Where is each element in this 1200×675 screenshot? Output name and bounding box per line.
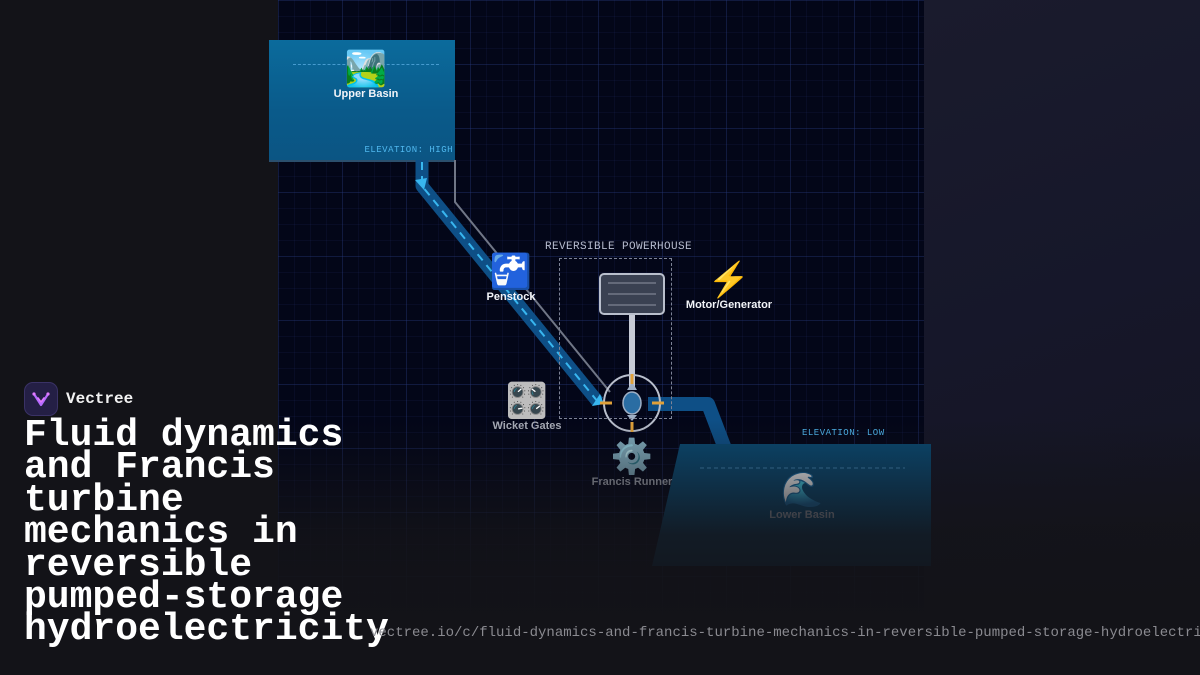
francis-runner-node: ⚙️ Francis Runner [572,438,692,488]
motor-generator-node: ⚡ Motor/Generator [669,261,789,311]
flow-arrow-top [415,178,427,190]
control-knobs-icon: 🎛️ [505,382,549,420]
upper-basin-node: 🏞️ Upper Basin [306,50,426,100]
powerhouse-box [559,258,672,419]
wicket-gates-label: Wicket Gates [492,420,562,432]
runner-blade [622,391,642,415]
lower-basin-label: Lower Basin [769,509,835,521]
page-title: Fluid dynamics and Francis turbine mecha… [24,414,389,652]
penstock-flow [421,162,599,403]
powerhouse-label: REVERSIBLE POWERHOUSE [545,241,693,253]
upper-water-line [293,64,439,65]
page-url[interactable]: vectree.io/c/fluid-dynamics-and-francis-… [370,625,1200,641]
faucet-icon: 🚰 [489,253,533,291]
motor-generator-label: Motor/Generator [685,299,773,311]
gear-icon: ⚙️ [610,438,654,476]
brand-name: Vectree [66,390,134,408]
wave-icon: 🌊 [780,471,824,509]
upper-basin: ELEVATION: HIGH [269,40,455,162]
upper-basin-label: Upper Basin [333,88,399,100]
wicket-gates-node: 🎛️ Wicket Gates [467,382,587,432]
vectree-logo-icon [24,382,58,416]
upper-elevation-tag: ELEVATION: HIGH [364,145,453,155]
lightning-icon: ⚡ [707,261,751,299]
return-line [454,160,611,393]
penstock-node: 🚰 Penstock [451,253,571,303]
penstock-label: Penstock [486,291,536,303]
brand: Vectree [24,382,133,416]
francis-runner-label: Francis Runner [591,476,673,488]
lower-elevation-tag: ELEVATION: LOW [802,428,885,438]
lower-basin-node: 🌊 Lower Basin [742,471,862,521]
landscape-icon: 🏞️ [344,50,388,88]
